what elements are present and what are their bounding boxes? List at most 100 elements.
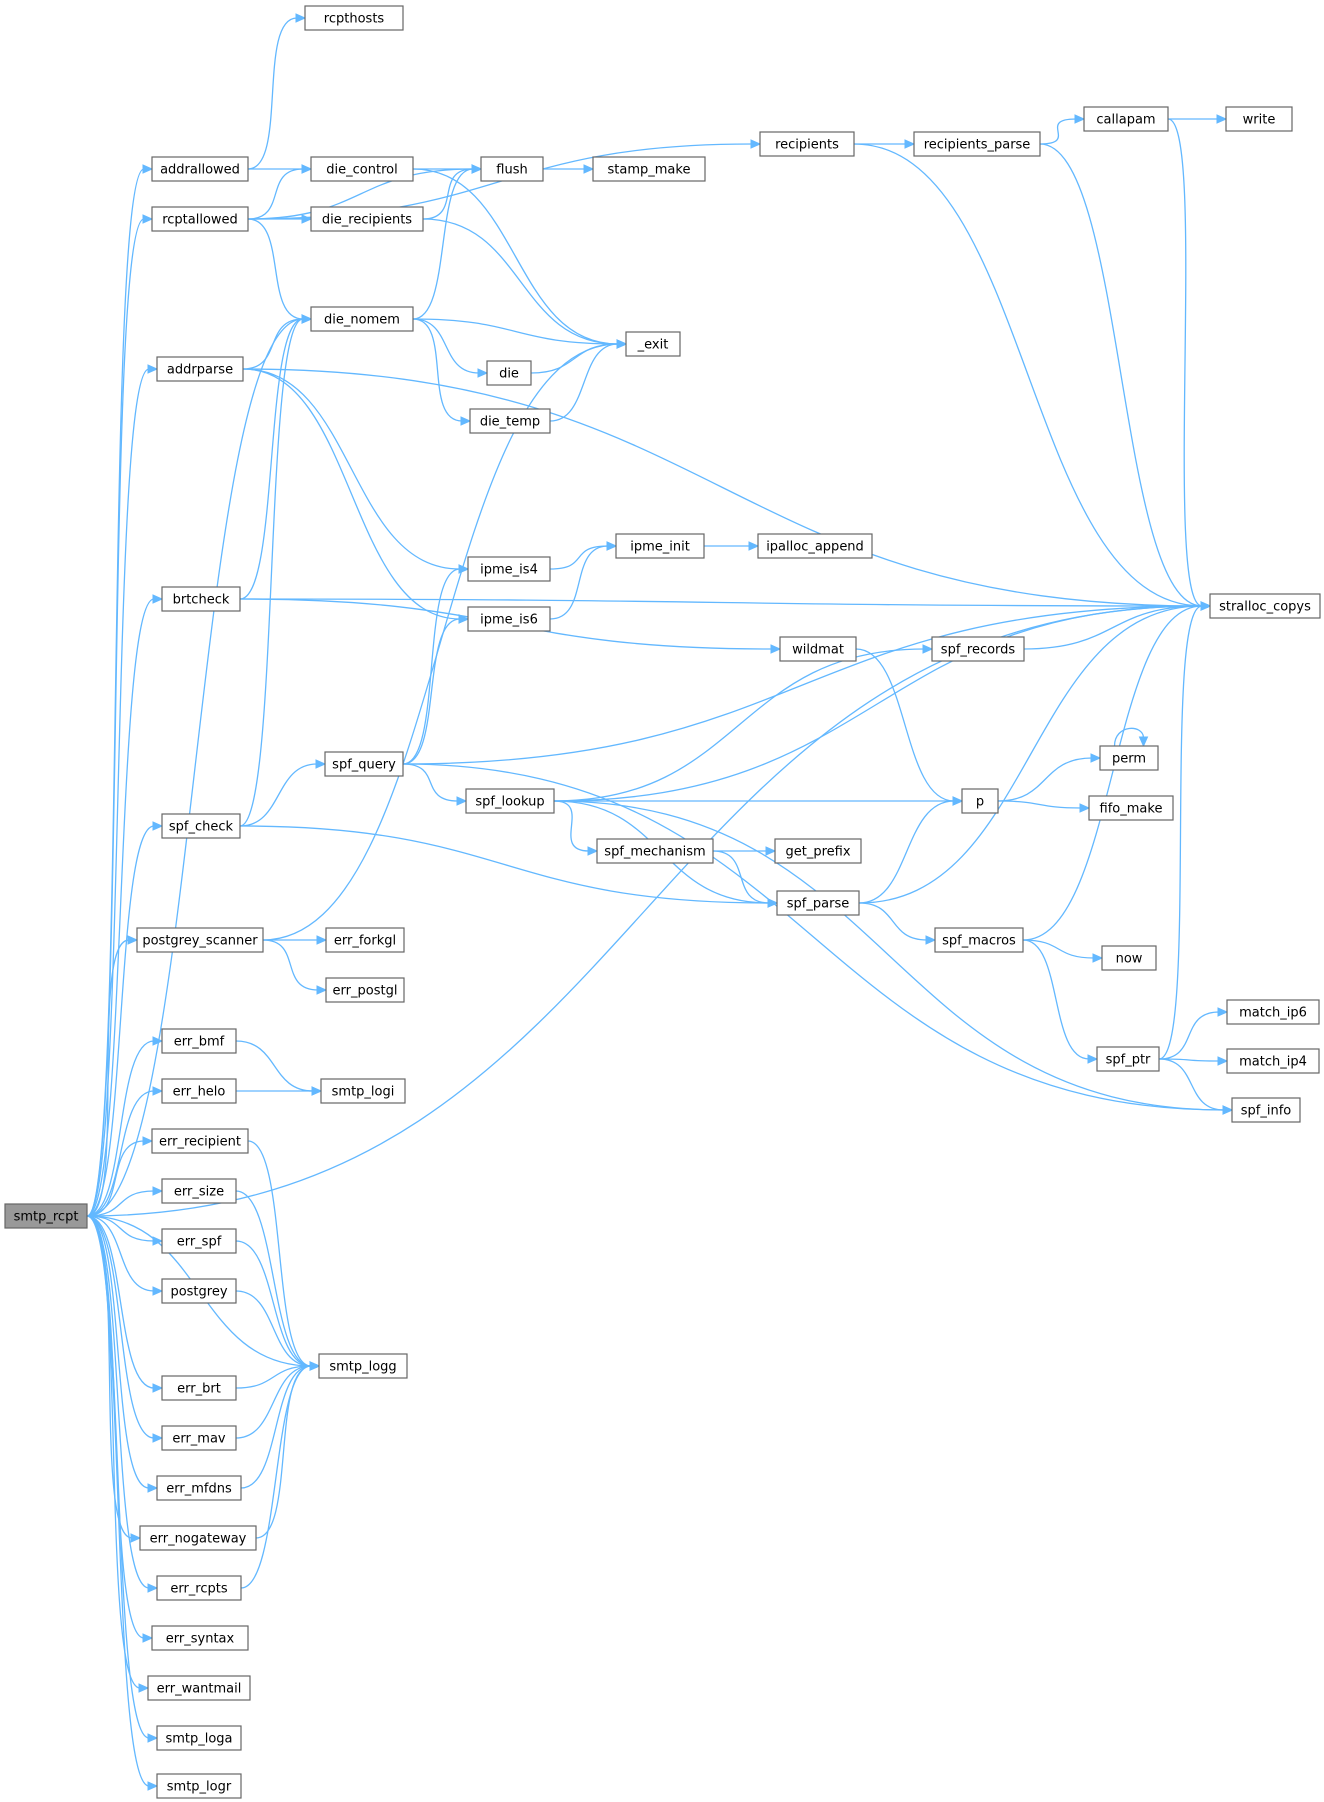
edge-smtp_rcpt-to-rcptallowed [86,214,154,1217]
node-fifo_make[interactable]: fifo_make [1088,795,1174,821]
node-smtp_logi[interactable]: smtp_logi [320,1078,406,1104]
edge-smtp_rcpt-to-addrparse [86,364,159,1217]
node-label: err_helo [173,1085,226,1100]
node-recipients[interactable]: recipients [759,131,855,157]
node-label: spf_query [332,758,396,773]
graph-nodes: smtp_rcpt rcpthosts addrallowed rcptallowed… [4,5,1321,1799]
node-err_syntax[interactable]: err_syntax [151,1625,249,1651]
node-label: die [499,367,519,382]
node-ipalloc_append[interactable]: ipalloc_append [757,533,873,559]
edge-spf_macros-to-now [1022,939,1104,963]
edge-spf_macros-to-stralloc_copys [1022,601,1212,941]
node-err_size[interactable]: err_size [161,1178,237,1204]
edge-spf_mechanism-to-get_prefix [713,846,777,856]
node-die_temp[interactable]: die_temp [469,408,551,434]
node-err_recipient[interactable]: err_recipient [151,1128,249,1154]
edge-err_spf-to-smtp_logg [235,1240,321,1371]
node-flush[interactable]: flush [480,156,544,182]
node-label: ipme_init [630,540,690,555]
node-postgrey[interactable]: postgrey [161,1278,237,1304]
node-stralloc_copys[interactable]: stralloc_copys [1209,593,1321,619]
edge-spf_parse-to-p [858,796,964,904]
node-die[interactable]: die [486,360,532,386]
node-die_recipients[interactable]: die_recipients [310,206,424,232]
node-err_rcpts[interactable]: err_rcpts [156,1575,242,1601]
node-perm[interactable]: perm [1099,745,1159,771]
node-smtp_loga[interactable]: smtp_loga [156,1725,242,1751]
node-err_mav[interactable]: err_mav [161,1425,237,1451]
edge-addrparse-to-stralloc_copys [242,368,1212,611]
node-label: smtp_logg [329,1360,396,1375]
node-stamp_make[interactable]: stamp_make [592,156,706,182]
edge-wildmat-to-p [855,648,964,806]
edge-spf_query-to-ipme_is6 [402,614,470,765]
node-spf_info[interactable]: spf_info [1231,1097,1301,1123]
node-err_brt[interactable]: err_brt [161,1375,237,1401]
node-err_mfdns[interactable]: err_mfdns [156,1475,242,1501]
edge-smtp_rcpt-to-addrallowed [86,164,154,1217]
node-label: recipients [775,138,839,153]
node-spf_parse[interactable]: spf_parse [776,890,860,916]
node-label: die_recipients [322,213,412,228]
node-label: get_prefix [785,845,850,860]
node-ipme_init[interactable]: ipme_init [615,533,705,559]
node-err_wantmail[interactable]: err_wantmail [147,1675,251,1701]
edge-spf_ptr-to-spf_info [1158,1058,1234,1115]
node-die_control[interactable]: die_control [310,156,414,182]
node-get_prefix[interactable]: get_prefix [774,838,862,864]
edge-die_recipients-to-_exit [422,218,628,349]
node-ipme_is6[interactable]: ipme_is6 [467,606,551,632]
node-write[interactable]: write [1225,106,1293,132]
node-rcptallowed[interactable]: rcptallowed [151,206,249,232]
edge-spf_check-to-die_nomem [239,314,313,827]
edge-recipients-to-stralloc_copys [853,143,1212,611]
node-err_nogateway[interactable]: err_nogateway [139,1525,257,1551]
node-_exit[interactable]: _exit [625,331,681,357]
node-err_postgl[interactable]: err_postgl [325,977,405,1003]
node-p[interactable]: p [961,788,999,814]
node-addrparse[interactable]: addrparse [156,356,244,382]
edge-brtcheck-to-stralloc_copys [239,598,1212,611]
node-label: ipalloc_append [766,540,864,555]
node-spf_query[interactable]: spf_query [324,751,404,777]
node-label: err_spf [177,1235,222,1250]
edge-die_nomem-to-flush [412,164,483,320]
node-now[interactable]: now [1101,945,1157,971]
node-ipme_is4[interactable]: ipme_is4 [467,556,551,582]
node-brtcheck[interactable]: brtcheck [161,586,241,612]
node-spf_records[interactable]: spf_records [931,636,1025,662]
node-err_helo[interactable]: err_helo [161,1078,237,1104]
node-recipients_parse[interactable]: recipients_parse [913,131,1041,157]
node-err_forkgl[interactable]: err_forkgl [325,927,405,953]
node-label: err_mav [172,1432,226,1447]
node-rcpthosts[interactable]: rcpthosts [304,5,404,31]
edge-spf_mechanism-to-spf_parse [712,850,779,908]
node-label: err_nogateway [150,1532,247,1547]
node-smtp_logr[interactable]: smtp_logr [156,1773,242,1799]
node-spf_lookup[interactable]: spf_lookup [465,788,555,814]
edge-smtp_rcpt-to-err_mfdns [86,1215,159,1493]
node-callapam[interactable]: callapam [1083,106,1169,132]
node-wildmat[interactable]: wildmat [779,636,857,662]
edge-brtcheck-to-die_nomem [239,314,313,600]
edge-postgrey_scanner-to-err_forkgl [263,935,328,945]
node-die_nomem[interactable]: die_nomem [310,306,414,332]
node-spf_macros[interactable]: spf_macros [934,927,1024,953]
node-addrallowed[interactable]: addrallowed [151,156,249,182]
node-spf_mechanism[interactable]: spf_mechanism [596,838,714,864]
node-err_bmf[interactable]: err_bmf [161,1028,237,1054]
edge-addrparse-to-die_nomem [242,314,313,370]
node-err_spf[interactable]: err_spf [161,1228,237,1254]
node-match_ip6[interactable]: match_ip6 [1226,999,1320,1025]
node-postgrey_scanner[interactable]: postgrey_scanner [136,927,264,953]
node-spf_ptr[interactable]: spf_ptr [1096,1046,1160,1072]
node-match_ip4[interactable]: match_ip4 [1226,1048,1320,1074]
node-smtp_rcpt[interactable]: smtp_rcpt [4,1203,88,1229]
edge-spf_lookup-to-stralloc_copys [553,601,1212,802]
node-label: wildmat [792,643,844,658]
node-label: fifo_make [1100,802,1163,817]
edge-callapam-to-write [1168,114,1228,124]
node-spf_check[interactable]: spf_check [161,813,241,839]
edge-smtp_rcpt-to-brtcheck [86,594,164,1217]
node-smtp_logg[interactable]: smtp_logg [318,1353,408,1379]
